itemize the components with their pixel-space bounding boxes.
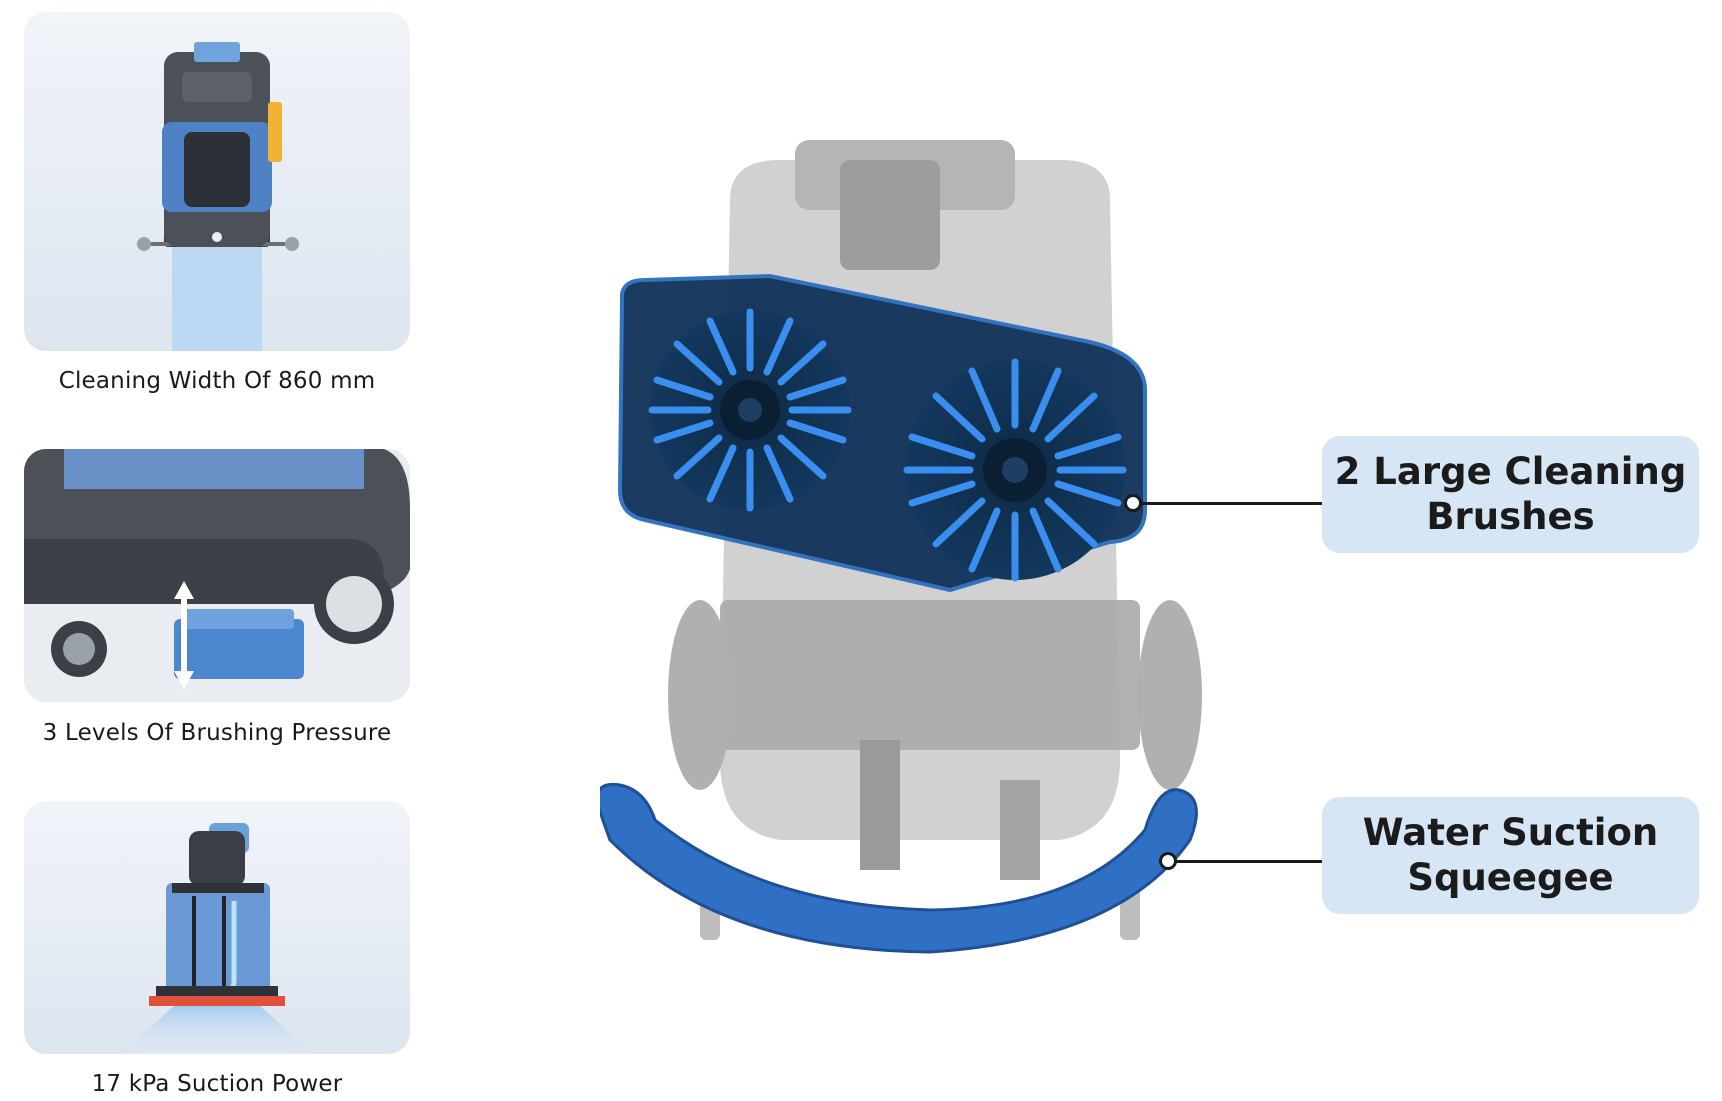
callout-squeegee-line2: Squeegee xyxy=(1407,855,1614,899)
brushes-pointer-dot xyxy=(1124,494,1142,512)
feature-caption-brush-pressure: 3 Levels Of Brushing Pressure xyxy=(42,720,392,746)
feature-image-cleaning-width xyxy=(24,12,410,351)
callout-brushes-line1: 2 Large Cleaning xyxy=(1334,450,1687,494)
squeegee-leader-line xyxy=(1168,860,1322,863)
scrubber-machine-diagram xyxy=(600,140,1202,954)
brush-pressure-icon xyxy=(24,449,410,702)
right-brush xyxy=(903,358,1127,582)
machine-underside-illustration xyxy=(600,140,1280,960)
feature-image-brush-pressure xyxy=(24,449,410,702)
feature-caption-suction-power: 17 kPa Suction Power xyxy=(91,1071,343,1097)
feature-image-suction-power xyxy=(24,801,410,1054)
top-view-machine-icon xyxy=(137,42,299,351)
callout-cleaning-brushes: 2 Large Cleaning Brushes xyxy=(1322,436,1699,553)
left-brush xyxy=(648,308,852,512)
suction-rear-view-icon xyxy=(120,823,314,1054)
callout-suction-squeegee: Water Suction Squeegee xyxy=(1322,797,1699,914)
feature-caption-cleaning-width: Cleaning Width Of 860 mm xyxy=(58,368,376,394)
squeegee-pointer-dot xyxy=(1159,852,1177,870)
squeegee xyxy=(600,782,1198,954)
callout-brushes-line2: Brushes xyxy=(1426,494,1595,538)
brushes-leader-line xyxy=(1133,502,1322,505)
callout-squeegee-line1: Water Suction xyxy=(1362,811,1659,855)
